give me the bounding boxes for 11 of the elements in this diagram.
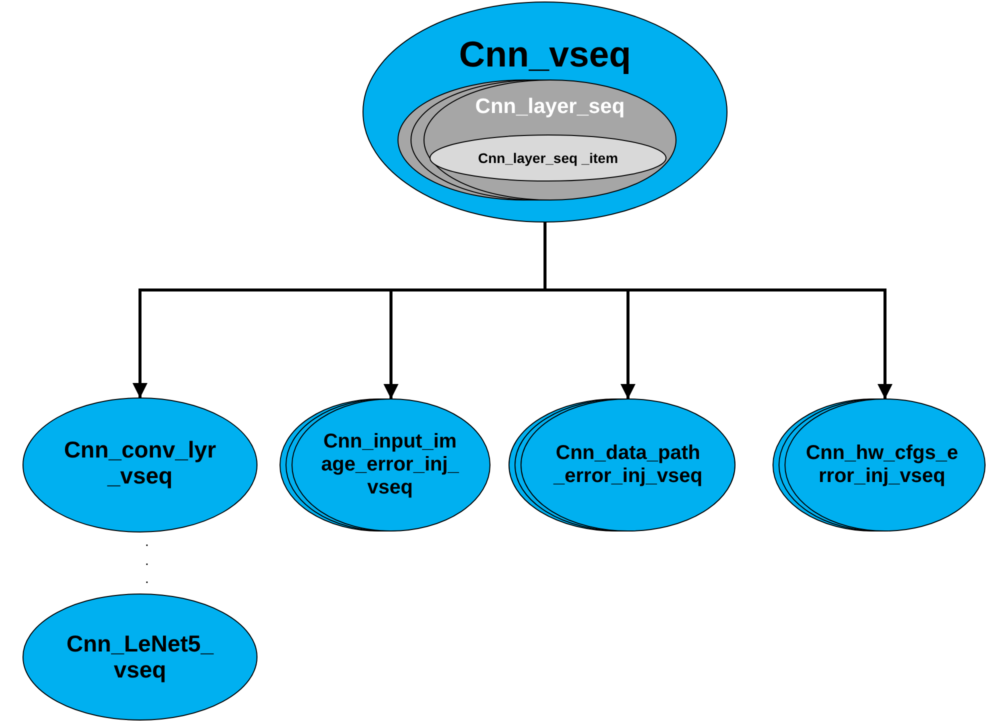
ellipsis-dot: .: [145, 571, 149, 585]
node-label: Cnn_layer_seq: [474, 94, 626, 120]
node-label: Cnn_layer_seq _item: [476, 150, 620, 166]
node-label: Cnn_vseq: [458, 33, 632, 75]
node-label: Cnn_input_im age_error_inj_ vseq: [320, 430, 460, 500]
node-label: Cnn_hw_cfgs_e rror_inj_vseq: [804, 442, 960, 488]
node-label: Cnn_LeNet5_ vseq: [66, 630, 215, 684]
ellipsis-dot: .: [145, 534, 149, 548]
node-label: Cnn_data_path _error_inj_vseq: [552, 442, 704, 488]
node-label: Cnn_conv_lyr _vseq: [62, 436, 218, 490]
ellipsis-dot: .: [145, 553, 149, 567]
